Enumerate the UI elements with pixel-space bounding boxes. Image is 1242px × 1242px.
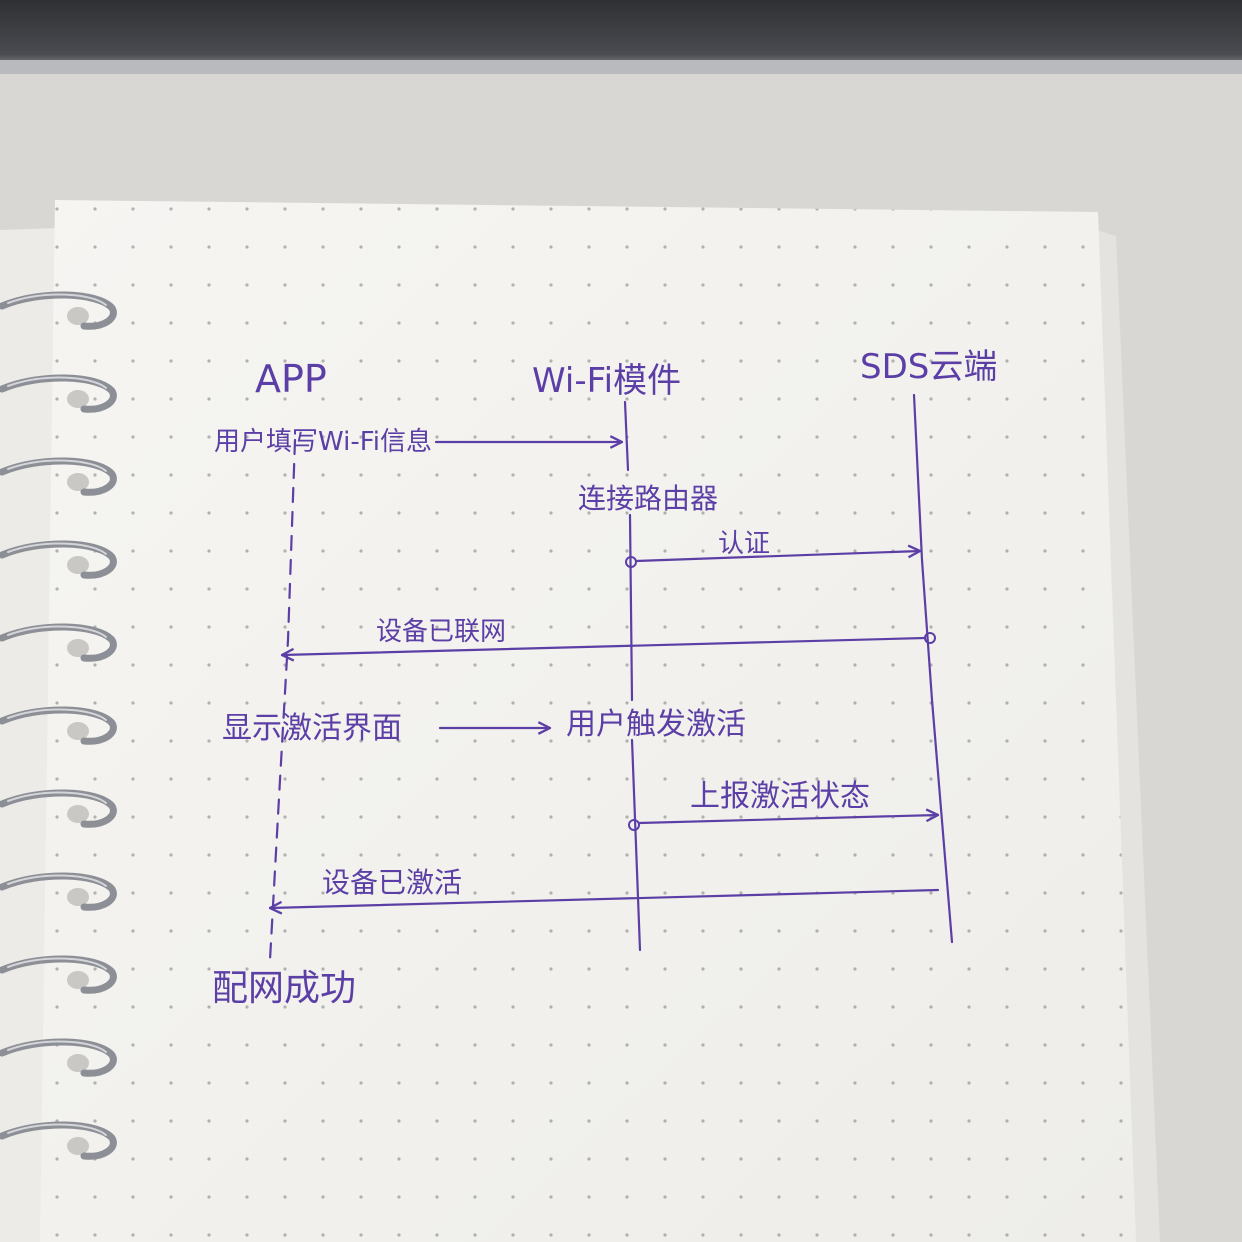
lifelines (268, 393, 954, 962)
spiral-ring (0, 1038, 117, 1077)
spiral-ring (0, 540, 117, 579)
spiral-ring (0, 457, 117, 496)
spiral-ring (0, 789, 117, 828)
step-device-activated: 设备已激活 (322, 866, 462, 899)
spiral-ring (0, 1121, 117, 1160)
app-lifeline (268, 438, 297, 962)
arrow-cloud-to-app-online (282, 636, 927, 655)
spiral-ring (0, 872, 117, 911)
step-report-activation-status: 上报激活状态 (690, 779, 870, 814)
participant-cloud: SDS云端 (860, 347, 997, 387)
notebook-page (40, 200, 1136, 1242)
cloud-lifeline (912, 393, 954, 944)
step-show-activation-ui: 显示激活界面 (222, 711, 402, 746)
step-pairing-success: 配网成功 (212, 968, 356, 1009)
step-user-fill-wifi: 用户填写Wi-Fi信息 (214, 427, 432, 457)
spiral-ring (0, 706, 117, 745)
arrow-wifi-to-cloud-auth (634, 551, 920, 563)
laptop-edge (0, 0, 1242, 74)
participant-app: APP (255, 357, 327, 401)
participant-wifi-module: Wi-Fi模件 (532, 361, 681, 401)
spiral-ring (0, 374, 117, 413)
spiral-ring (0, 623, 117, 662)
step-authenticate: 认证 (718, 529, 770, 559)
arrow-cloud-to-app-activated (270, 888, 940, 908)
spiral-ring (0, 291, 117, 330)
step-user-trigger-activation: 用户触发激活 (566, 707, 746, 742)
arrow-wifi-to-cloud-report (637, 815, 938, 825)
wifi-module-lifeline (623, 400, 642, 952)
spiral-ring (0, 955, 117, 994)
step-device-online: 设备已联网 (376, 617, 506, 647)
step-connect-router: 连接路由器 (578, 482, 718, 515)
report-start-dot (628, 819, 640, 831)
spiral-binding (0, 291, 117, 1160)
